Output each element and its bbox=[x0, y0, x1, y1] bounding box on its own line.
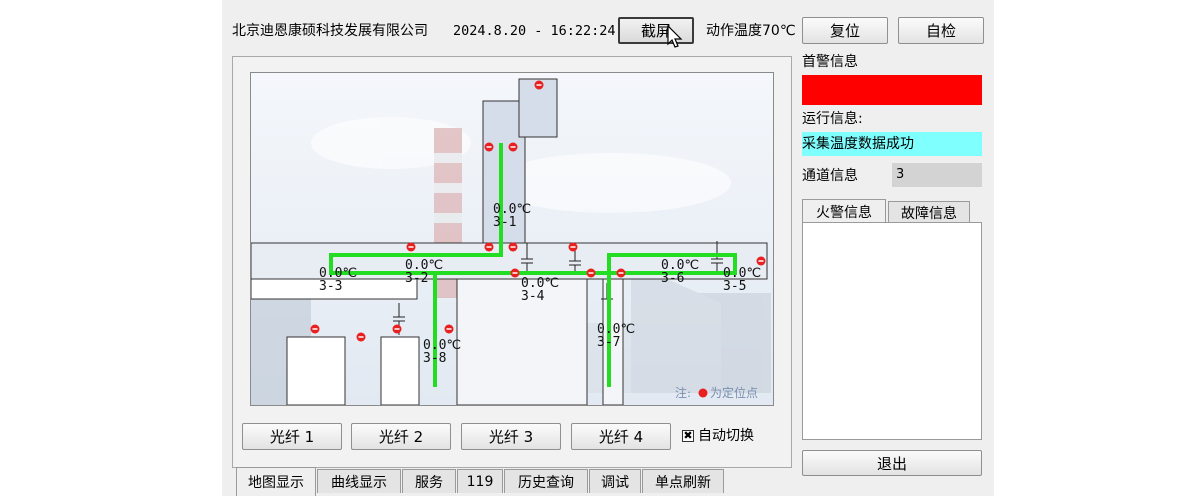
reset-button[interactable]: 复位 bbox=[802, 17, 888, 44]
auto-switch-checkbox[interactable]: ✖ bbox=[682, 429, 694, 442]
sensor-id: 3-6 bbox=[661, 271, 684, 286]
map-note: 注: bbox=[675, 385, 691, 400]
sensor-temperature: 0.0℃ bbox=[493, 202, 531, 217]
tab-119[interactable]: 119 bbox=[457, 469, 503, 493]
sensor-id: 3-4 bbox=[521, 289, 545, 304]
alarm-list bbox=[802, 222, 982, 440]
tab-curve-display[interactable]: 曲线显示 bbox=[317, 469, 401, 493]
sensor-temperature: 0.0℃ bbox=[723, 266, 761, 281]
sensor-temperature: 0.0℃ bbox=[597, 322, 635, 337]
fiber-1-button[interactable]: 光纤 1 bbox=[242, 423, 342, 450]
first-alarm-indicator bbox=[802, 75, 982, 105]
channel-title: 通道信息 bbox=[802, 168, 858, 184]
sensor-id: 3-3 bbox=[319, 279, 342, 294]
company-name: 北京迪恩康硕科技发展有限公司 bbox=[232, 23, 428, 39]
tab-map-display[interactable]: 地图显示 bbox=[236, 467, 316, 496]
fiber-3-button[interactable]: 光纤 3 bbox=[461, 423, 561, 450]
fiber-route bbox=[329, 143, 737, 387]
run-info-title: 运行信息: bbox=[802, 111, 863, 127]
sensor-temperature: 0.0℃ bbox=[319, 266, 357, 281]
sensor-id: 3-5 bbox=[723, 279, 746, 294]
tab-debug[interactable]: 调试 bbox=[589, 469, 641, 493]
tab-single-refresh[interactable]: 单点刷新 bbox=[642, 469, 724, 493]
sensor-temperature: 0.0℃ bbox=[423, 338, 461, 353]
auto-switch-label: 自动切换 bbox=[698, 428, 754, 444]
fiber-2-button[interactable]: 光纤 2 bbox=[351, 423, 451, 450]
exit-button[interactable]: 退出 bbox=[802, 450, 982, 476]
datetime-readout: 2024.8.20 - 16:22:24 bbox=[453, 23, 616, 39]
tab-fire-alarm[interactable]: 火警信息 bbox=[802, 199, 886, 223]
sensor-id: 3-7 bbox=[597, 335, 620, 350]
channel-value: 3 bbox=[892, 163, 982, 187]
location-markers bbox=[310, 80, 766, 342]
sensor-id: 3-1 bbox=[493, 215, 516, 230]
mouse-cursor-icon bbox=[667, 24, 683, 48]
sensor-temperature: 0.0℃ bbox=[661, 258, 699, 273]
sensor-id: 3-8 bbox=[423, 351, 446, 366]
action-temperature: 动作温度70℃ bbox=[706, 23, 796, 39]
map-note-suffix: 为定位点 bbox=[710, 385, 758, 400]
fiber-4-button[interactable]: 光纤 4 bbox=[571, 423, 671, 450]
first-alarm-title: 首警信息 bbox=[802, 54, 858, 70]
sensor-temperature: 0.0℃ bbox=[521, 276, 559, 291]
self-test-button[interactable]: 自检 bbox=[898, 17, 984, 44]
tab-fault-info[interactable]: 故障信息 bbox=[888, 201, 970, 223]
run-info-value: 采集温度数据成功 bbox=[802, 132, 982, 156]
tab-history-query[interactable]: 历史查询 bbox=[504, 469, 588, 493]
sensor-id: 3-2 bbox=[405, 271, 428, 286]
marker-legend-icon bbox=[698, 388, 708, 398]
tab-service[interactable]: 服务 bbox=[402, 469, 456, 493]
sensor-temperature: 0.0℃ bbox=[405, 258, 443, 273]
